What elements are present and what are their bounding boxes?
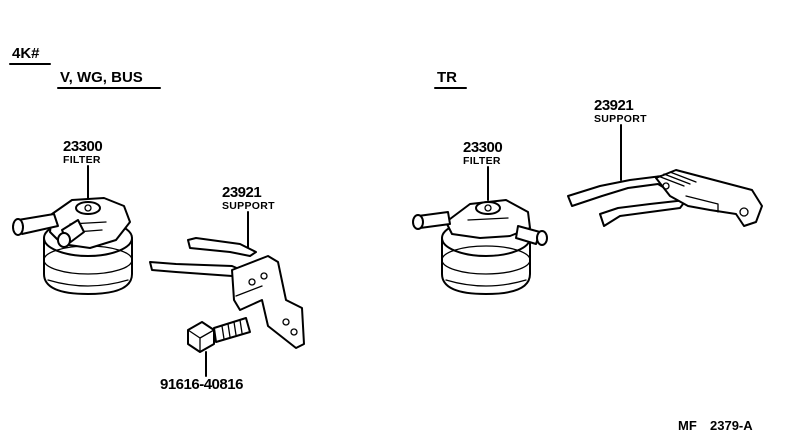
right-support-bracket-drawing [567,169,763,227]
variant-right-header: TR [437,69,457,86]
bolt-part-number: 91616-40816 [160,376,243,393]
footer-ref-prefix: MF [678,418,697,433]
right-support-label: 23921 SUPPORT [594,97,647,125]
model-header: 4K# [12,45,40,62]
right-filter-name: FILTER [463,155,501,167]
left-filter-name: FILTER [63,154,101,166]
left-support-name: SUPPORT [222,200,275,212]
right-support-part-number: 23921 [594,97,633,114]
left-filter-part-number: 23300 [63,138,102,155]
right-filter-part-number: 23300 [463,139,502,156]
left-filter-label: 23300 FILTER [63,138,103,166]
left-support-part-number: 23921 [222,184,261,201]
left-fuel-filter-drawing [12,197,133,295]
right-filter-label: 23300 FILTER [463,139,503,167]
right-fuel-filter-drawing [412,199,548,295]
left-support-bracket-drawing [149,237,305,349]
variant-left-header: V, WG, BUS [60,69,143,86]
left-support-label: 23921 SUPPORT [222,184,275,212]
right-support-name: SUPPORT [594,113,647,125]
footer-ref-code: 2379-A [710,418,753,433]
bolt-drawing [187,317,251,353]
